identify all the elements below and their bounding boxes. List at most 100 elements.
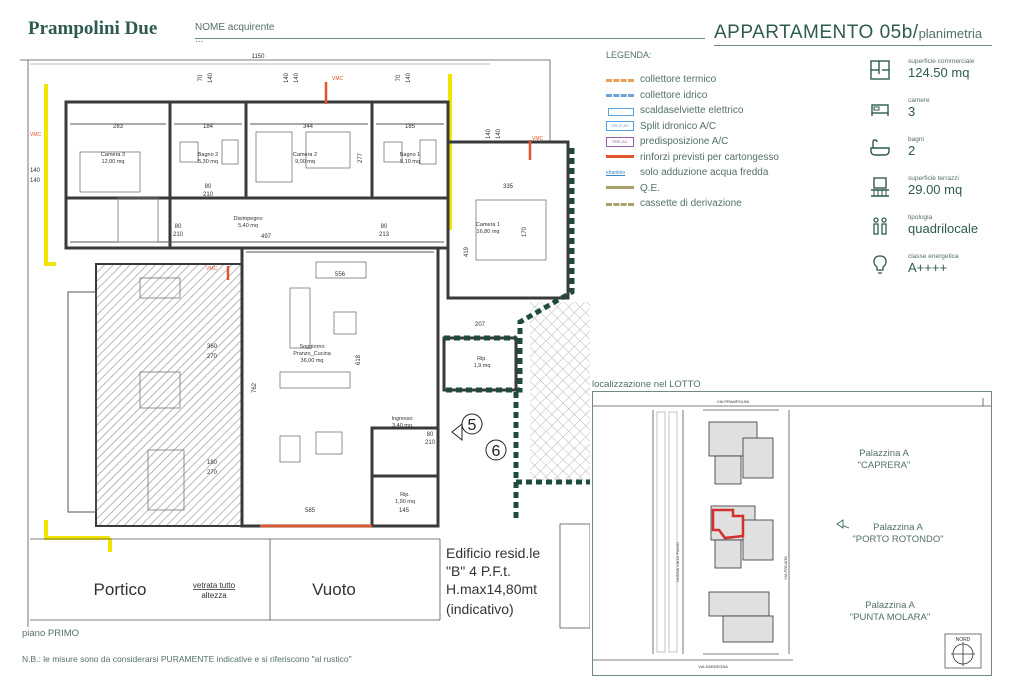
brand-title: Prampolini Due: [28, 18, 158, 39]
terrace-entrance: [530, 302, 590, 482]
street-labels: VIA PRAMPOLINI VIA SARDEGNA NUOVA VIA DI…: [675, 399, 788, 669]
building-porto-rotondo: [710, 505, 774, 569]
palazzina-name: Palazzina A: [873, 522, 923, 533]
room-rip2-area: 1,90 mq: [395, 499, 415, 505]
dim-w3: 344: [303, 124, 314, 130]
dim-side1a: 140: [30, 168, 41, 174]
north-arrow-icon: NORD: [944, 633, 982, 669]
legend-item-scaldasalviette: scaldaselviette elettrico: [606, 103, 846, 119]
dim-w8: 207: [475, 322, 486, 328]
spec-caption: classe energetica: [908, 253, 959, 260]
floor-label: piano PRIMO: [22, 628, 80, 639]
legend: collettore termico collettore idrico sca…: [606, 72, 846, 212]
dim-side2b: 270: [207, 354, 218, 360]
vmc-marker-1: VMC: [30, 132, 42, 138]
red-line-icon: [606, 152, 634, 162]
terrace-living: [95, 263, 243, 527]
room-bagno1-name: Bagno 1: [400, 152, 421, 158]
building-punta-molara: [708, 591, 774, 643]
dim-door210-a: 210: [173, 232, 184, 238]
edificio-label-4: (indicativo): [446, 601, 514, 617]
dim-h5: 170: [522, 226, 528, 237]
entrance-dashed-wall: [444, 148, 590, 522]
dim-door213-c: 213: [379, 232, 390, 238]
sketch-labels: Portico vetrata tutto altezza Vuoto Edif…: [94, 545, 541, 617]
floorplan-icon: [870, 60, 890, 80]
spec-caption: tipologia: [908, 214, 933, 221]
dimensions: 1150 283 184 344 185 335 497 556 207 585…: [30, 54, 528, 514]
entrance-6-label: 6: [492, 443, 501, 460]
dim-w6: 497: [261, 234, 272, 240]
room-rip2-name: Rip.: [400, 492, 410, 498]
blue-split-box-icon: SPLIT-AC: [606, 121, 634, 132]
room-disimpegno-area: 5,40 mq: [238, 223, 258, 229]
spec-value: 29.00 mq: [908, 182, 963, 197]
bulb-icon: [873, 255, 887, 274]
dim-w7: 556: [335, 272, 346, 278]
dim-door210-b: 210: [203, 192, 214, 198]
spec-value: A++++: [908, 260, 948, 275]
balcony-left: [67, 291, 97, 513]
entrance-markers: 5 6: [451, 413, 507, 461]
legend-item-acqua-fredda: idrantino solo adduzione acqua fredda: [606, 165, 846, 181]
dim-win1b: 140: [208, 72, 214, 83]
room-soggiorno-name: Soggiorno: [299, 344, 324, 350]
spec-value: 2: [908, 143, 916, 158]
room-bagno1-area: 5,10 mq: [400, 159, 420, 165]
room-rip1-area: 1,9 mq: [474, 363, 491, 369]
building-caprera: [708, 421, 774, 485]
vmc-marker-2: VMC: [332, 76, 344, 82]
bed-icon: [871, 104, 889, 116]
dim-win1a: 70: [198, 74, 204, 81]
dim-h3: 618: [356, 354, 362, 365]
edificio-label-1: Edificio resid.le: [446, 545, 540, 561]
vetrata-label-1: vetrata tutto: [193, 581, 236, 590]
palazzina-label: "PORTO ROTONDO": [852, 534, 944, 545]
dim-side2a: 360: [207, 344, 218, 350]
dim-side3a: 180: [207, 460, 218, 466]
legend-title: LEGENDA:: [606, 50, 652, 60]
apartment-code: APPARTAMENTO 05b/: [714, 22, 919, 43]
site-outline: [593, 398, 991, 661]
legend-label: collettore termico: [640, 74, 717, 86]
legend-item-collettore-termico: collettore termico: [606, 72, 846, 88]
room-rip1-name: Rip.: [477, 356, 487, 362]
street-top-label: VIA PRAMPOLINI: [717, 399, 749, 404]
dim-side3b: 270: [207, 470, 218, 476]
dim-door80-a: 80: [175, 224, 182, 230]
dim-win3b: 140: [406, 72, 412, 83]
buyer-field: NOME acquirente ...: [195, 22, 274, 46]
dim-w2: 184: [203, 124, 214, 130]
palazzina-punta-molara: Palazzina A "PUNTA MOLARA": [815, 600, 965, 624]
site-map: VIA PRAMPOLINI VIA SARDEGNA NUOVA VIA DI…: [593, 398, 991, 669]
dim-w10: 145: [399, 508, 410, 514]
room-soggiorno-name2: Pranzo_Cucina: [293, 351, 332, 357]
lotto-map: VIA PRAMPOLINI VIA SARDEGNA NUOVA VIA DI…: [592, 391, 992, 676]
vetrata-label-2: altezza: [201, 591, 227, 600]
legend-item-qe: Q.E.: [606, 181, 846, 197]
legend-item-collettore-idrico: collettore idrico: [606, 88, 846, 104]
dim-h1: 277: [358, 152, 364, 163]
room-camera2-area: 9,00 mq: [295, 159, 315, 165]
site-parking: [656, 411, 678, 653]
room-camera3-name: Camera 3: [101, 152, 125, 158]
room-camera3-area: 12,00 mq: [102, 159, 125, 165]
vmc-marker-3: VMC: [532, 136, 544, 142]
palazzina-name: Palazzina A: [865, 600, 915, 611]
dim-win4a: 140: [486, 128, 492, 139]
dim-top-width: 1150: [252, 54, 266, 60]
floor-plan: Camera 3 12,00 mq Bagno 2 5,30 mq Camera…: [20, 54, 590, 629]
edificio-label-3: H.max14,80mt: [446, 581, 537, 597]
dim-win2b: 140: [294, 72, 300, 83]
dim-door80-b: 80: [205, 184, 212, 190]
buyer-value: ...: [195, 34, 204, 45]
orange-dashed-line-icon: [606, 75, 634, 85]
drywall-reinforcement: [226, 82, 532, 528]
street-left-label: NUOVA VIA DI PIANO: [675, 542, 680, 582]
north-label: NORD: [956, 637, 971, 643]
